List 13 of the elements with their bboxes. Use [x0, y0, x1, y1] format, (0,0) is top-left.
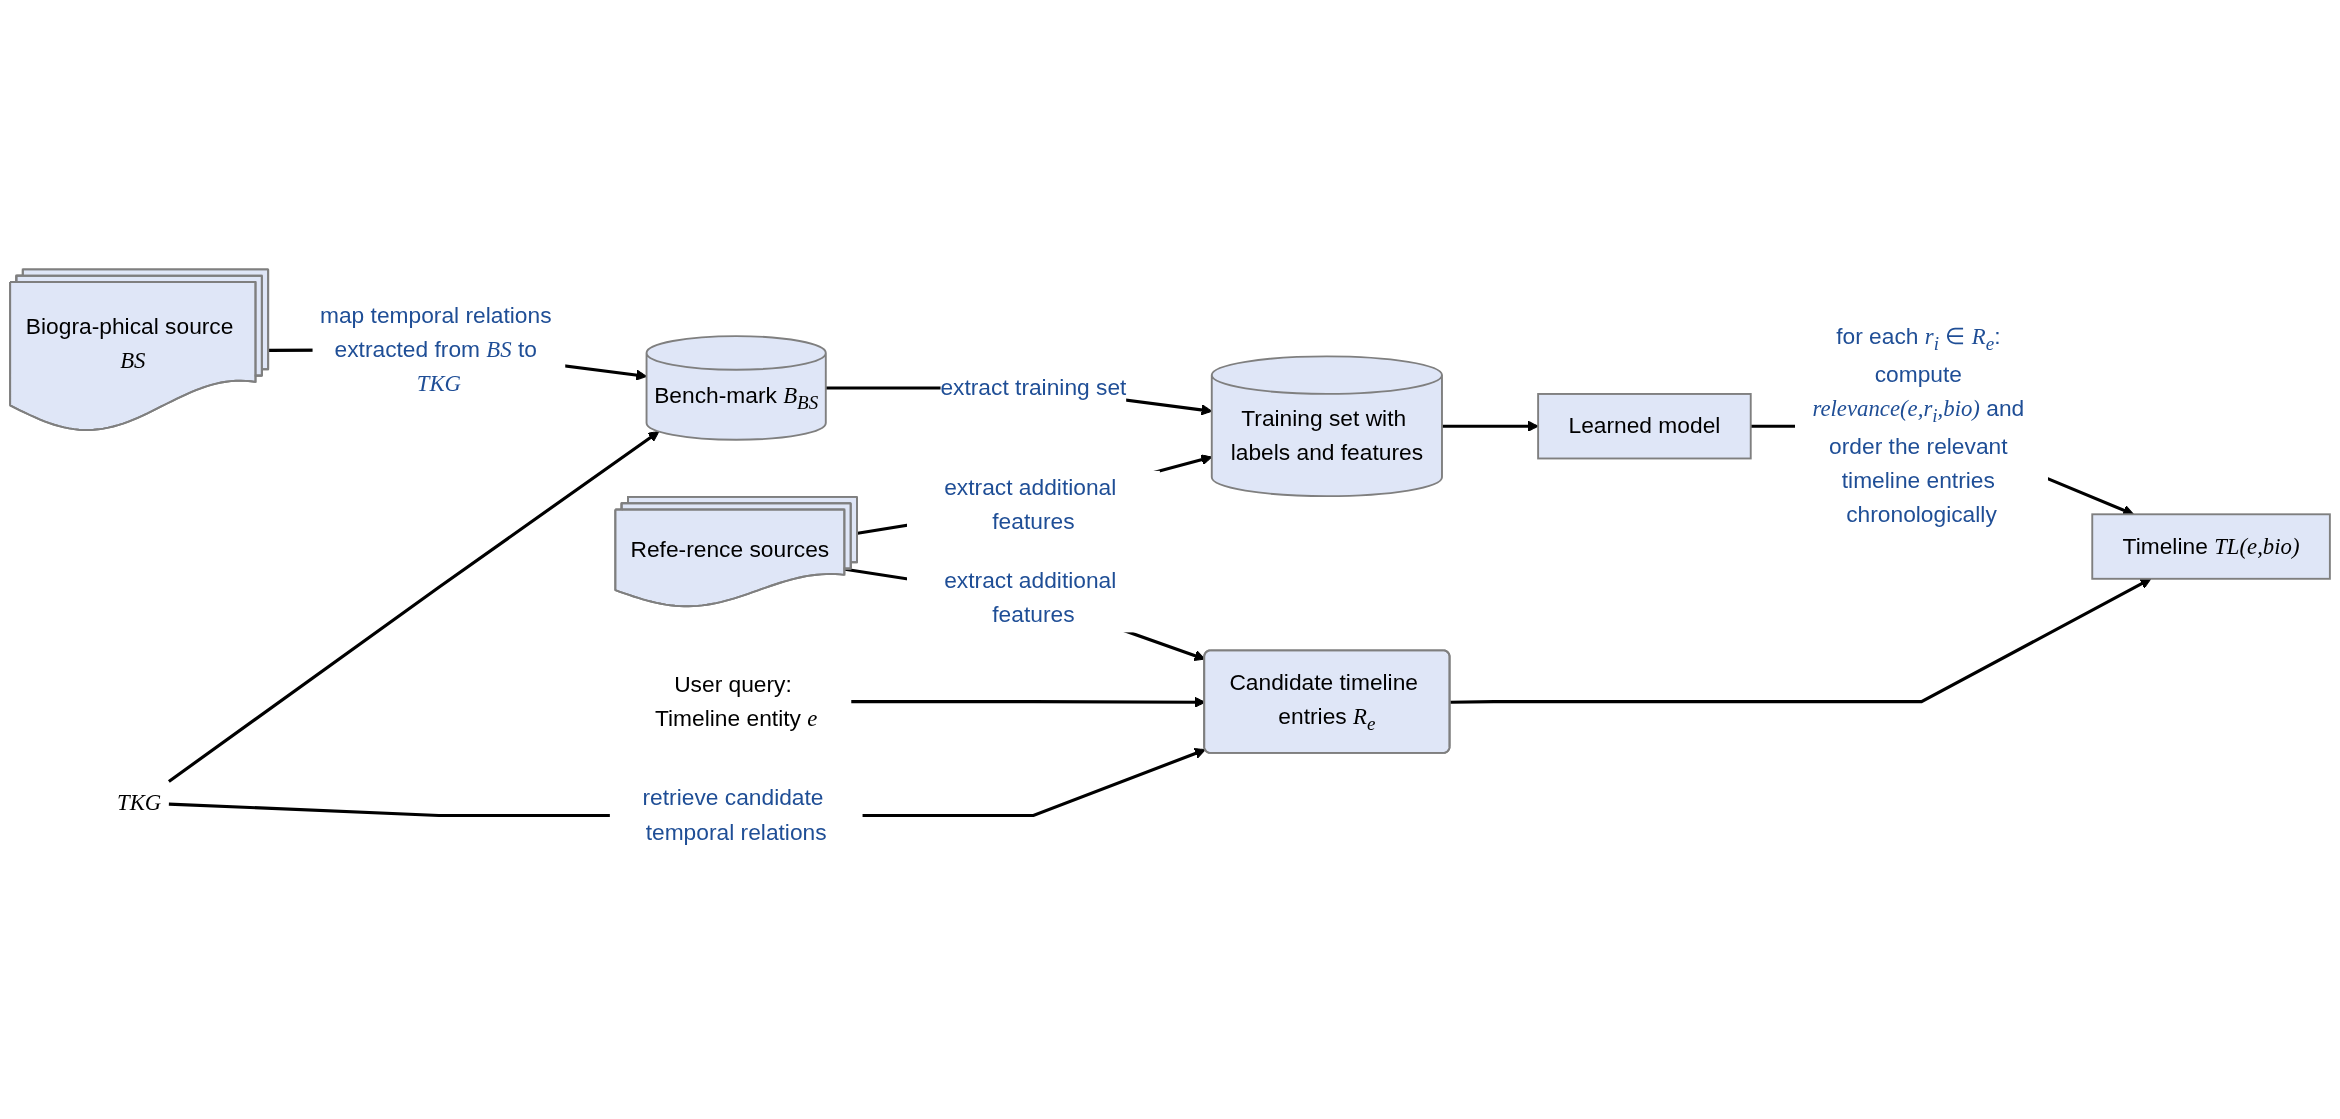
node-text: TKG: [116, 789, 162, 815]
edge-label: map temporal relations extracted from BS to TKG: [319, 302, 552, 396]
edge-label: extract training set: [940, 374, 1127, 400]
arrow: [1442, 420, 1539, 432]
node-box: Timeline TL(e,bio): [2091, 513, 2331, 580]
edge-label: retrieve candidate temporal relations: [642, 785, 827, 845]
edge-label: for each r$_{i}$ ∈ R$_{e}$: compute relevance(e,r$_{i}$,bio) and order the relevant timeline entries chronologically: [1812, 323, 2025, 528]
node-box: Learned model: [1537, 393, 1752, 460]
arrow: [167, 431, 660, 783]
node-text: User query: Timeline entity e: [654, 671, 818, 731]
arrow: [1450, 578, 2152, 704]
edge-label: extract additional features: [944, 474, 1117, 534]
edge-label: extract additional features: [944, 568, 1117, 628]
